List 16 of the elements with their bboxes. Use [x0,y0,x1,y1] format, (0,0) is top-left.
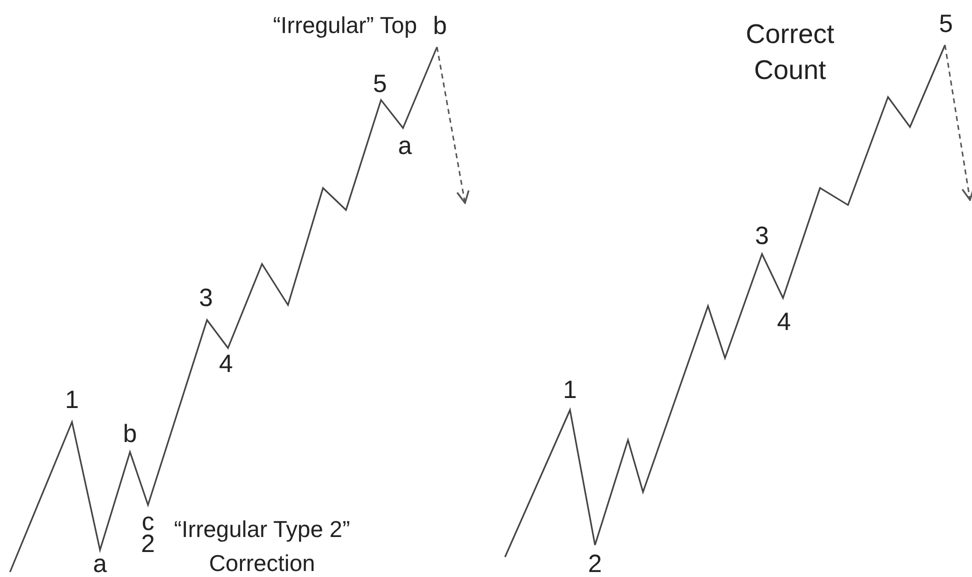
wave-label: a [93,550,107,577]
wave-label: b [433,12,447,40]
wave-label: b [123,420,137,448]
wave-label: 2 [588,550,602,577]
chart-heading: Correct Count [744,18,836,87]
wave-label: 4 [219,350,233,378]
wave-label: 5 [939,10,953,38]
wave-label: a [398,132,412,160]
wave-label: 1 [65,386,79,414]
wave-label: 3 [199,284,213,312]
wave-label: 3 [755,222,769,250]
wave-label: 5 [373,70,387,98]
wave-note: “Irregular Type 2” Correction [173,515,351,577]
wave-label: 1 [563,376,577,404]
chart-heading: “Irregular” Top [272,11,418,40]
wave-label: 4 [777,308,791,336]
